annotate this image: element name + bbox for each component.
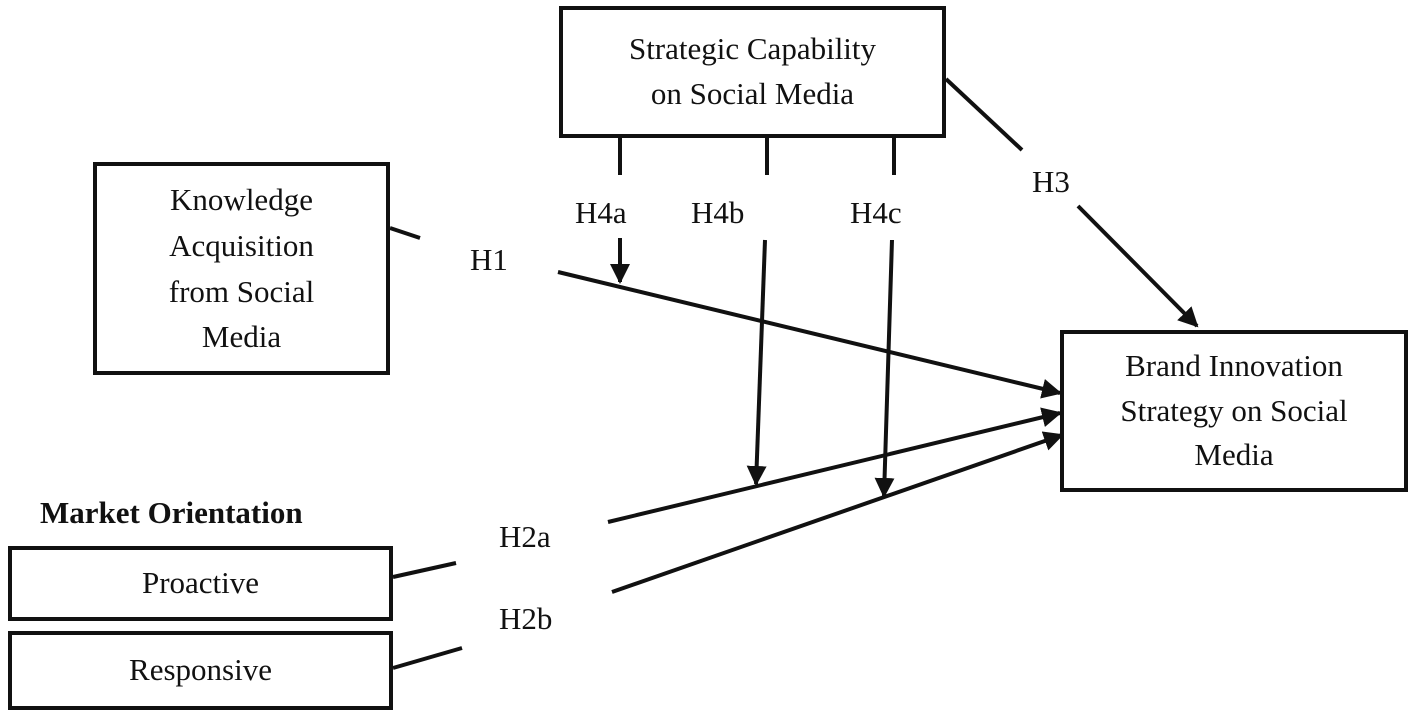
- edge-h2b-arrow: [611, 431, 1064, 594]
- hypothesis-label-h2b: H2b: [499, 601, 553, 636]
- node-strategic-capability: Strategic Capability on Social Media: [559, 6, 946, 138]
- edge-h3-arrow: [1076, 204, 1199, 328]
- edge-h1-arrow: [557, 270, 1062, 399]
- edge-h4c-arrow: [874, 239, 895, 498]
- node-knowledge-acquisition-line-4: Media: [201, 319, 282, 355]
- edge-h1-start: [389, 226, 421, 240]
- hypothesis-label-h3: H3: [1032, 164, 1070, 199]
- node-knowledge-acquisition-line-3: from Social: [168, 273, 315, 309]
- hypothesis-label-h1: H1: [470, 242, 508, 277]
- hypothesis-label-h2a: H2a: [499, 519, 551, 554]
- node-brand-innovation-line-1: Brand Innovation: [1125, 347, 1343, 383]
- edge-h2a-arrow: [607, 407, 1062, 524]
- node-brand-innovation-line-3: Media: [1194, 437, 1274, 473]
- edge-h3-start: [944, 77, 1024, 152]
- hypothesis-label-h4b: H4b: [691, 195, 745, 230]
- node-knowledge-acquisition-line-2: Acquisition: [169, 227, 314, 263]
- edge-h2a-start: [392, 561, 457, 579]
- node-brand-innovation: Brand Innovation Strategy on Social Medi…: [1060, 330, 1408, 492]
- hypothesis-label-h4a: H4a: [575, 195, 627, 230]
- node-proactive: Proactive: [8, 546, 393, 621]
- hypothesis-label-h4c: H4c: [850, 195, 902, 230]
- edge-h2b-start: [392, 646, 463, 670]
- node-brand-innovation-line-2: Strategy on Social: [1120, 392, 1348, 428]
- node-knowledge-acquisition: Knowledge Acquisition from Social Media: [93, 162, 390, 375]
- node-strategic-capability-line-2: on Social Media: [650, 76, 855, 111]
- edge-h4b-arrow: [746, 239, 767, 486]
- node-responsive: Responsive: [8, 631, 393, 710]
- node-knowledge-acquisition-line-1: Knowledge: [170, 181, 313, 217]
- market-orientation-heading: Market Orientation: [40, 495, 303, 530]
- node-strategic-capability-line-1: Strategic Capability: [628, 31, 877, 67]
- node-proactive-label: Proactive: [141, 565, 260, 601]
- node-responsive-label: Responsive: [129, 652, 272, 688]
